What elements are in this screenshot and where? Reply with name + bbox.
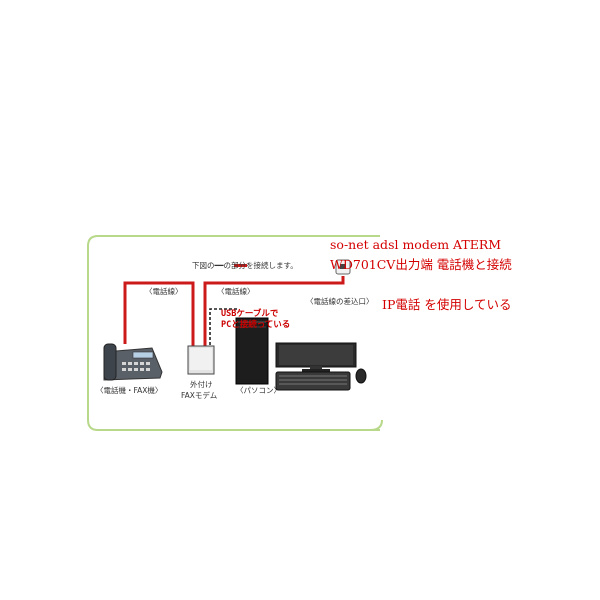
phone-line-label-left: 〈電話線〉 xyxy=(145,287,183,296)
usb-note-line1: USBケーブルで xyxy=(221,309,279,319)
usb-cable xyxy=(209,308,238,350)
modem-label-line1: 外付け xyxy=(190,380,213,389)
pc-label: 〈パソコン〉 xyxy=(236,386,281,395)
instruction-text: 下図の━━の部分を接続します。 xyxy=(192,261,298,270)
wall-jack-icon xyxy=(335,259,351,275)
jack-label: 〈電話線の差込口〉 xyxy=(306,297,374,306)
legend-red-line xyxy=(234,264,247,267)
keyboard-icon xyxy=(275,371,351,391)
usb-note-line2: PCと接続っている xyxy=(221,320,291,330)
phone-line-left xyxy=(123,281,195,350)
phone-line-label-middle: 〈電話線〉 xyxy=(217,287,255,296)
annotation-ip-phone: IP電話 を使用している xyxy=(382,297,512,312)
annotation-title-line1: so-net adsl modem ATERM xyxy=(330,237,502,252)
fax-modem-icon xyxy=(187,345,215,375)
pc-tower-icon xyxy=(235,317,269,385)
monitor-icon xyxy=(275,342,357,372)
telephone-fax-icon xyxy=(103,343,163,381)
mouse-icon xyxy=(355,368,367,384)
green-frame-right-corner xyxy=(369,419,383,431)
modem-label-line2: FAXモデム xyxy=(181,391,218,400)
green-frame xyxy=(87,235,99,431)
phone-fax-label: 〈電話機・FAX機〉 xyxy=(96,386,163,395)
annotation-title-line2: WD701CV出力端 電話機と接続 xyxy=(330,257,512,272)
phone-line-middle xyxy=(203,276,345,350)
